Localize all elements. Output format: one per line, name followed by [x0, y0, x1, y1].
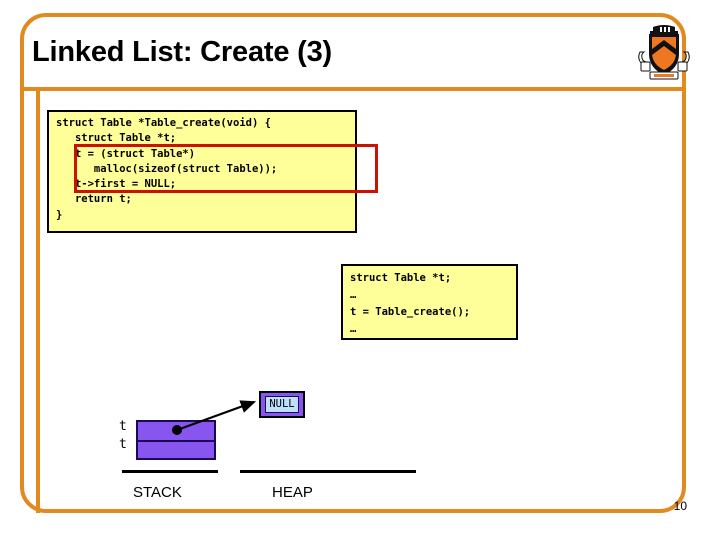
frame-inner-vertical-rule: [36, 91, 40, 513]
title-separator-rule: [22, 87, 684, 91]
stack-slot-label-1: t: [119, 419, 127, 434]
heap-node-null-label: NULL: [269, 398, 295, 410]
stack-frame-box: [136, 420, 216, 460]
stack-region-label: STACK: [133, 484, 182, 501]
code-block-caller: struct Table *t; … t = Table_create(); …: [341, 264, 518, 340]
code-block-caller-text: struct Table *t; … t = Table_create(); …: [350, 272, 471, 335]
heap-region-label: HEAP: [272, 484, 313, 501]
page-title: Linked List: Create (3): [32, 36, 332, 68]
heap-node-first-field: NULL: [265, 396, 299, 413]
princeton-shield-logo: [632, 22, 696, 86]
stack-region-rule: [122, 470, 218, 473]
heap-region-rule: [240, 470, 416, 473]
code-block-text: struct Table *Table_create(void) { struc…: [56, 117, 278, 221]
code-highlight-box: [74, 144, 378, 193]
page-number: 10: [673, 499, 687, 513]
heap-node-box: NULL: [259, 391, 305, 418]
stack-slot-divider: [138, 440, 214, 442]
code-block-table-create: struct Table *Table_create(void) { struc…: [47, 110, 378, 233]
stack-slot-label-2: t: [119, 437, 127, 452]
